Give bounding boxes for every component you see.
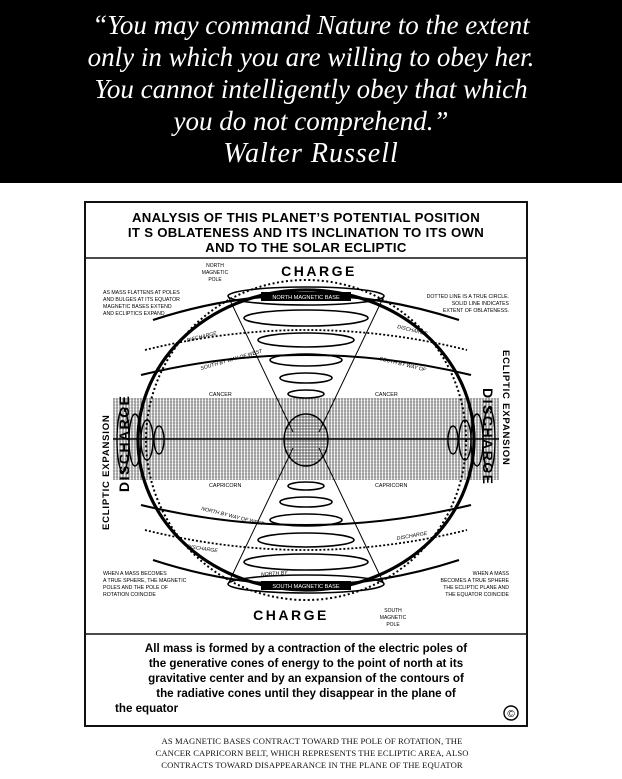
true-circle [145, 279, 467, 601]
note-bottom-right: THE ECLIPTIC PLANE AND [443, 585, 509, 591]
diagram-title-line: IT S OBLATENESS AND ITS INCLINATION TO I… [128, 225, 484, 240]
north-magnetic-base [261, 292, 351, 301]
note-top-right: DOTTED LINE IS A TRUE CIRCLE. [427, 294, 509, 300]
diagram-title-line: ANALYSIS OF THIS PLANET’S POTENTIAL POSI… [132, 210, 480, 225]
discharge-right-label: DISCHARGE [480, 388, 496, 486]
note-top-left: AND BULGES AT ITS EQUATOR [103, 297, 180, 303]
statement-line: All mass is formed by a contraction of t… [145, 642, 467, 655]
north-pole-label: MAGNETIC [202, 270, 229, 276]
note-top-left: AND ECLIPTICS EXPAND [103, 311, 165, 317]
diagram-figure: ANALYSIS OF THIS PLANET’S POTENTIAL POSI… [84, 201, 528, 727]
note-bottom-right: THE EQUATOR COINCIDE [445, 592, 509, 598]
charge-bottom-label: CHARGE [253, 607, 329, 623]
cancer-label: CANCER [209, 392, 232, 398]
caption-line: AS MAGNETIC BASES CONTRACT TOWARD THE PO… [161, 736, 463, 746]
discharge-small-label: DISCHARGE [396, 531, 428, 542]
quote-line: you do not comprehend.” [173, 106, 449, 136]
note-bottom-left: WHEN A MASS BECOMES [103, 571, 167, 577]
note-bottom-left: A TRUE SPHERE, THE MAGNETIC [103, 578, 187, 584]
north-by-label: NORTH BY [261, 570, 289, 578]
note-top-left: AS MASS FLATTENS AT POLES [103, 290, 180, 296]
statement-line: the equator [115, 702, 179, 715]
discharge-left-label: DISCHARGE [116, 394, 132, 492]
statement-line: the radiative cones until they disappear… [156, 687, 456, 700]
caption-line: CANCER CAPRICORN BELT, WHICH REPRESENTS … [155, 748, 469, 758]
note-bottom-right: WHEN A MASS [473, 571, 510, 577]
note-bottom-left: POLES AND THE POLE OF [103, 585, 168, 591]
statement-line: the generative cones of energy to the po… [149, 657, 463, 670]
caption-line: CONTRACTS TOWARD DISAPPEARANCE IN THE PL… [161, 760, 463, 770]
north-pole-label: POLE [208, 277, 222, 283]
quote-banner: “You may command Nature to the extent on… [0, 0, 622, 183]
note-top-right: EXTENT OF OBLATENESS. [443, 308, 509, 314]
diagram: ANALYSIS OF THIS PLANET’S POTENTIAL POSI… [83, 200, 529, 728]
note-top-left: MAGNETIC BASES EXTEND [103, 304, 172, 310]
quote-author: Walter Russell [223, 138, 399, 169]
south-pole-label: POLE [386, 622, 400, 628]
ecliptic-left-label: ECLIPTIC EXPANSION [101, 414, 112, 530]
capricorn-label: CAPRICORN [209, 483, 241, 489]
note-bottom-right: BECOMES A TRUE SPHERE [440, 578, 509, 584]
north-pole-label: NORTH [206, 263, 224, 269]
statement-line: gravitative center and by an expansion o… [148, 672, 464, 685]
charge-top-label: CHARGE [281, 263, 357, 279]
quote-line: “You may command Nature to the extent [92, 10, 530, 40]
ecliptic-right-label: ECLIPTIC EXPANSION [500, 350, 511, 466]
cancer-label: CANCER [375, 392, 398, 398]
note-top-right: SOLID LINE INDICATES [452, 301, 510, 307]
south-base-label: SOUTH MAGNETIC BASE [272, 584, 339, 590]
south-pole-label: MAGNETIC [380, 615, 407, 621]
discharge-small-label: DISCHARGE [187, 544, 219, 554]
note-bottom-left: ROTATION COINCIDE [103, 592, 156, 598]
south-pole-label: SOUTH [384, 608, 402, 614]
diagram-title-line: AND TO THE SOLAR ECLIPTIC [205, 240, 407, 255]
north-base-label: NORTH MAGNETIC BASE [272, 295, 340, 301]
copyright-mark [503, 705, 519, 721]
quote-line: You cannot intelligently obey that which [94, 74, 528, 104]
capricorn-label: CAPRICORN [375, 483, 407, 489]
quote-line: only in which you are willing to obey he… [87, 42, 535, 72]
copyright-symbol: © [507, 709, 515, 720]
south-magnetic-base [261, 581, 351, 590]
